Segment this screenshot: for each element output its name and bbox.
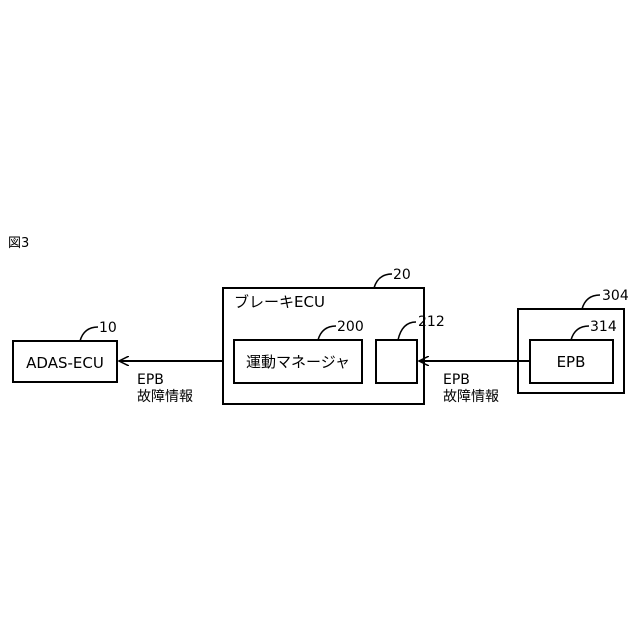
motion-manager-ref: 200 [337, 319, 364, 335]
epb-outer-block: 304 EPB 314 [518, 288, 629, 393]
epb-ref: 314 [590, 319, 617, 335]
epb-label: EPB [557, 353, 586, 371]
adas-ecu-ref-leader [80, 327, 98, 341]
brake-ecu-ref: 20 [393, 267, 411, 283]
figure-label: 図3 [8, 236, 29, 251]
motion-manager-label: 運動マネージャ [246, 353, 350, 371]
arrow-brake-to-adas: EPB 故障情報 [119, 361, 223, 405]
arrow-brake-to-adas-line2: 故障情報 [137, 389, 193, 405]
epb-outer-ref: 304 [602, 288, 629, 304]
adas-ecu-label: ADAS-ECU [26, 354, 104, 372]
adas-ecu-ref: 10 [99, 320, 117, 336]
arrow-epb-to-brake-line2: 故障情報 [443, 389, 499, 405]
arrow-epb-to-brake: EPB 故障情報 [419, 361, 530, 405]
adas-ecu-block: ADAS-ECU 10 [13, 320, 117, 382]
arrow-brake-to-adas-line1: EPB [137, 372, 164, 388]
epb-outer-ref-leader [582, 295, 600, 309]
brake-ecu-ref-leader [374, 274, 392, 288]
brake-ecu-label: ブレーキECU [234, 293, 325, 311]
unit-212-ref: 212 [418, 314, 445, 330]
arrow-epb-to-brake-line1: EPB [443, 372, 470, 388]
brake-ecu-block: ブレーキECU 20 運動マネージャ 200 212 [223, 267, 445, 404]
